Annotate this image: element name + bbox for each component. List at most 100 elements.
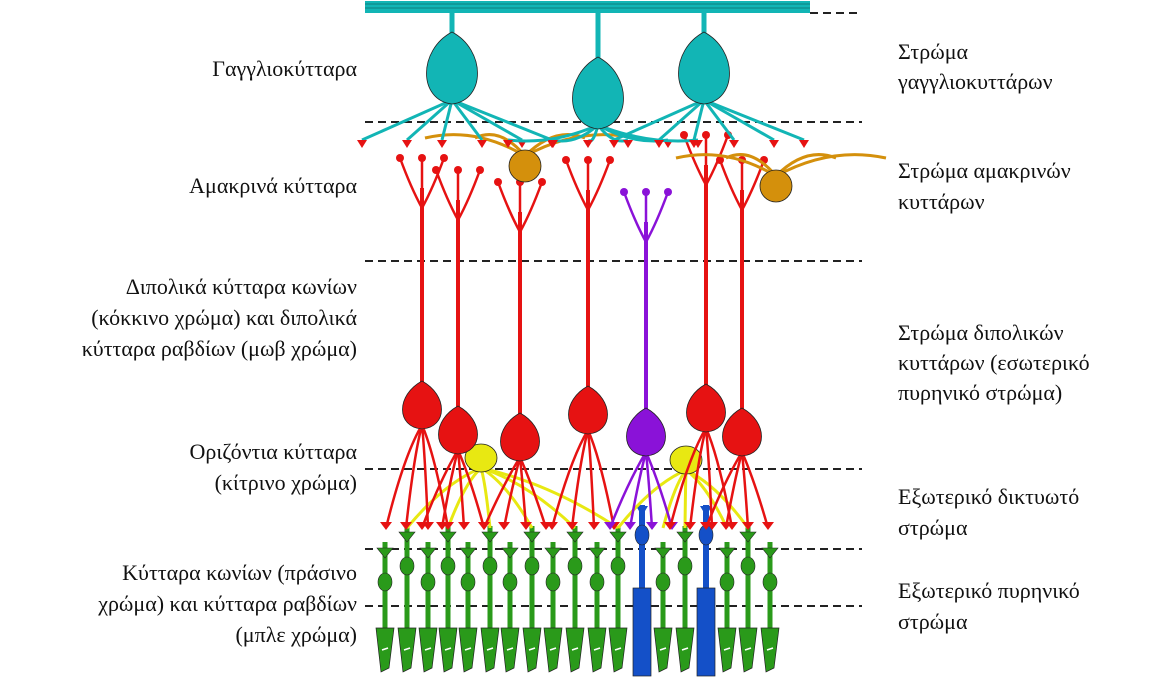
label-amacrine-layer: Στρώμα αμακρινών κυττάρων — [898, 158, 1071, 214]
cone-nucleus — [524, 556, 540, 576]
bipolar-synapse — [538, 178, 546, 186]
cone-cell — [375, 542, 395, 673]
bipolar-synapse — [584, 156, 592, 164]
cone-outer-segment — [675, 627, 695, 673]
cone-pedicle — [459, 547, 477, 559]
cone-fold — [681, 647, 689, 651]
bipolar-axon-branch — [456, 169, 482, 221]
cone-pedicle — [376, 547, 394, 559]
bipolar-dendrite — [420, 449, 460, 529]
cone-pedicle — [544, 547, 562, 559]
bipolar-dendrite — [724, 451, 744, 529]
bipolar-dendrite — [440, 449, 460, 529]
ganglion-dendrite — [703, 98, 775, 142]
cone-fold — [744, 647, 752, 651]
cone-nucleus — [655, 572, 671, 592]
cone-pedicle — [718, 547, 736, 559]
cone-cell — [418, 542, 438, 673]
cone-outer-segment — [760, 627, 780, 673]
bipolar-synapse — [642, 188, 650, 196]
ganglion-synapse — [477, 140, 487, 148]
rod-bipolar-cell — [604, 188, 678, 530]
label-outer-nuclear-layer: Εξωτερικό πυρηνικό στρώμα — [898, 578, 1080, 634]
label-inner-nuclear-layer: Στρώμα διπολικών κυττάρων (εσωτερικό πυρ… — [898, 320, 1090, 405]
ganglion-soma — [678, 31, 730, 105]
cone-nucleus — [502, 572, 518, 592]
photoreceptor-layer — [375, 505, 780, 677]
amacrine-cell — [675, 153, 887, 203]
ganglion-dendrite — [451, 98, 553, 142]
cone-nucleus — [677, 556, 693, 576]
cone-cell — [717, 542, 737, 673]
bipolar-axon-branch — [564, 159, 590, 211]
ganglion-synapse — [769, 140, 779, 148]
bipolar-dendrite — [586, 429, 596, 529]
cone-cell — [738, 526, 758, 673]
cone-outer-segment — [717, 627, 737, 673]
bipolar-synapse — [680, 131, 688, 139]
cone-cell — [587, 542, 607, 673]
cone-cell — [543, 542, 563, 673]
label-ganglion-cells: Γαγγλιοκύτταρα — [212, 56, 357, 81]
cone-cell — [760, 542, 780, 673]
cone-fold — [444, 647, 452, 651]
bipolar-terminal — [762, 522, 774, 530]
bipolar-dendrite — [704, 451, 744, 529]
cone-nucleus — [719, 572, 735, 592]
bipolar-synapse — [396, 154, 404, 162]
bipolar-synapse — [418, 154, 426, 162]
cone-pedicle — [481, 531, 499, 543]
bipolar-terminal — [380, 522, 392, 530]
bipolar-synapse — [620, 188, 628, 196]
cone-pedicle — [676, 531, 694, 543]
cone-pedicle — [419, 547, 437, 559]
bipolar-dendrite — [482, 456, 522, 529]
bipolar-dendrite — [518, 456, 528, 529]
bipolar-soma — [722, 407, 762, 457]
bipolar-axon-branch — [518, 181, 544, 233]
cone-outer-segment — [375, 627, 395, 673]
ganglion-synapse — [609, 140, 619, 148]
cone-nucleus — [567, 556, 583, 576]
bipolar-synapse — [476, 166, 484, 174]
cone-outer-segment — [543, 627, 563, 673]
bipolar-axon-branch — [718, 159, 744, 211]
cone-outer-segment — [480, 627, 500, 673]
bipolar-axon-branch — [398, 157, 424, 209]
ganglion-soma — [572, 56, 624, 130]
amacrine-process — [775, 153, 887, 178]
bipolar-dendrite — [550, 429, 590, 529]
rod-cell — [632, 505, 652, 677]
amacrine-cell-layer — [424, 133, 887, 203]
bipolar-axon-branch — [434, 169, 460, 221]
bipolar-synapse — [440, 154, 448, 162]
cone-nucleus — [460, 572, 476, 592]
cone-fold — [403, 647, 411, 651]
cone-fold — [614, 647, 622, 651]
bipolar-terminal — [416, 522, 428, 530]
cone-outer-segment — [738, 627, 758, 673]
bipolar-dendrite — [586, 429, 616, 529]
bipolar-terminal — [546, 522, 558, 530]
cone-cell — [500, 542, 520, 673]
ganglion-soma — [426, 31, 478, 105]
cone-outer-segment — [500, 627, 520, 673]
cone-outer-segment — [565, 627, 585, 673]
cone-bipolar-cell — [700, 156, 774, 530]
bipolar-dendrite — [570, 429, 590, 529]
cone-cell — [675, 526, 695, 673]
bipolar-terminal — [498, 522, 510, 530]
ganglion-synapse — [689, 140, 699, 148]
cone-outer-segment — [397, 627, 417, 673]
bipolar-axon-branch — [740, 159, 766, 211]
cone-outer-segment — [522, 627, 542, 673]
bipolar-axon-branch — [586, 159, 612, 211]
bipolar-cell-layer — [380, 131, 774, 530]
horizontal-dendrite — [661, 469, 688, 529]
ganglion-synapse — [402, 140, 412, 148]
label-amacrine-cells: Αμακρινά κύτταρα — [189, 173, 357, 198]
ganglion-dendrite — [613, 98, 705, 142]
cone-cell — [608, 526, 628, 673]
cone-pedicle — [398, 531, 416, 543]
